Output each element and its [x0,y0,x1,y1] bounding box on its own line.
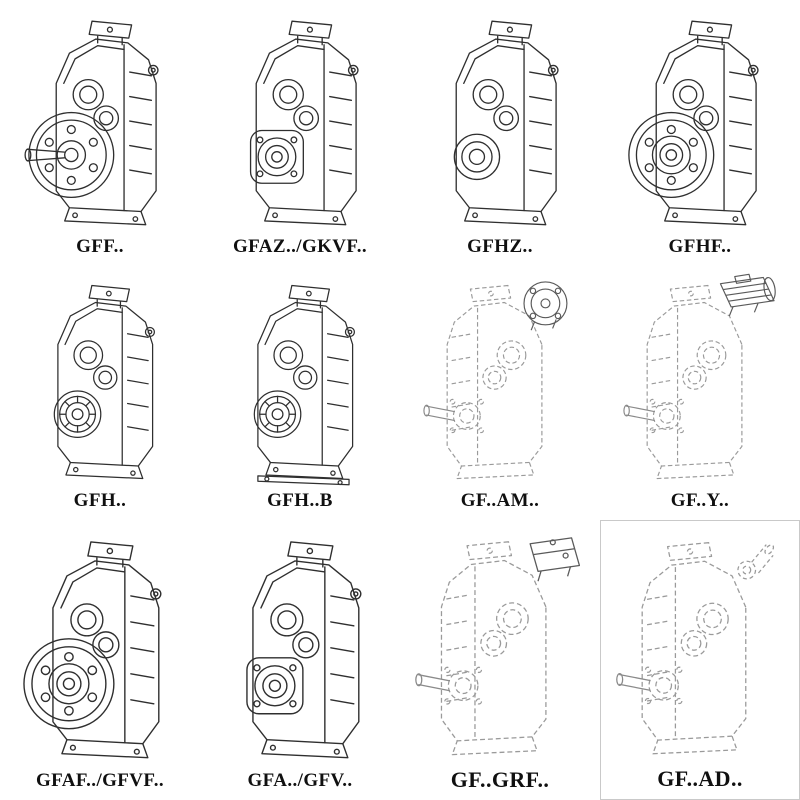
product-cell-gfaf-gfvf: GFAF../GFVF.. [0,520,200,800]
gearbox-drawing-gf-grf-icon [402,524,598,768]
product-cell-gfa-gfv: GFA../GFV.. [200,520,400,800]
model-label-gf-grf: GF..GRF.. [450,766,550,792]
gearbox-drawing-gfhz-icon [402,4,598,237]
model-label-gfa-gfv: GFA../GFV.. [247,770,353,792]
gearbox-drawing-gfaf-icon [2,524,198,771]
model-label-gfh-b: GFH..B [267,490,333,512]
model-label-gf-y: GF..Y.. [670,490,730,512]
model-label-gfhf: GFHF.. [668,236,732,258]
gearbox-drawing-gf-am-icon [402,270,598,491]
model-label-gf-ad: GF..AD.. [657,765,743,791]
model-label-gf-am: GF..AM.. [460,490,540,512]
product-cell-gf-am: GF..AM.. [400,266,600,520]
gearbox-drawing-gfa-icon [202,524,398,771]
product-cell-gf-grf: GF..GRF.. [400,520,600,800]
product-cell-gfhz: GFHZ.. [400,0,600,266]
product-cell-gff: GFF.. [0,0,200,266]
product-cell-gfh: GFH.. [0,266,200,520]
product-cell-gf-ad: GF..AD.. [600,520,800,800]
product-cell-gfhf: GFHF.. [600,0,800,266]
model-label-gff: GFF.. [76,236,124,258]
model-label-gfaf-gfvf: GFAF../GFVF.. [35,770,164,792]
product-cell-gfh-b: GFH..B [200,266,400,520]
gearbox-drawing-gff-icon [2,4,198,237]
gearbox-drawing-gf-y-icon [602,270,798,491]
gearbox-drawing-gfh-icon [2,270,198,491]
gearbox-drawing-gfaz-icon [202,4,398,237]
product-cell-gfaz-gkvf: GFAZ../GKVF.. [200,0,400,266]
product-cell-gf-y: GF..Y.. [600,266,800,520]
gearbox-drawing-gf-ad-icon [603,525,797,767]
model-label-gfhz: GFHZ.. [467,236,533,258]
model-label-gfh: GFH.. [73,490,127,512]
gearbox-drawing-gfh-b-icon [202,270,398,491]
model-label-gfaz-gkvf: GFAZ../GKVF.. [233,236,367,258]
gearbox-drawing-gfhf-icon [602,4,798,237]
